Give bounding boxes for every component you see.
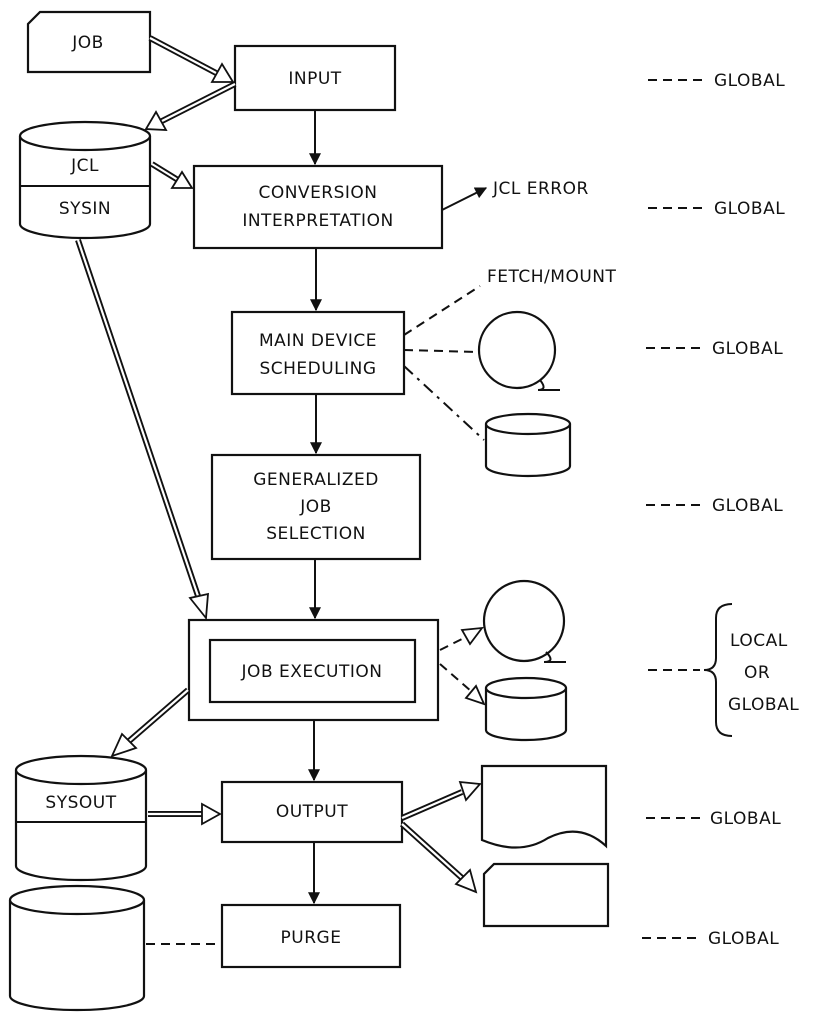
scope-main-device-label: GLOBAL	[712, 339, 783, 359]
purge-box: PURGE	[220, 903, 402, 969]
output-box: OUTPUT	[220, 780, 404, 844]
disk-icon-2	[484, 676, 568, 742]
scope-local-label: LOCAL	[730, 631, 788, 651]
jcl-error-label: JCL ERROR	[492, 179, 589, 199]
punched-card-icon	[482, 862, 610, 928]
conversion-box: CONVERSION INTERPRETATION	[192, 164, 444, 250]
tape-reel-icon-2	[482, 579, 566, 663]
disk-icon	[484, 412, 572, 478]
scope-labels: GLOBAL GLOBAL GLOBAL GLOBAL LOCAL OR GLO…	[642, 71, 799, 949]
selection-label: SELECTION	[266, 524, 366, 544]
scope-or-label: OR	[744, 663, 770, 683]
job-label: JOB	[71, 33, 104, 53]
scope-output-label: GLOBAL	[710, 809, 781, 829]
scope-brace	[703, 603, 733, 737]
printed-page-icon	[480, 764, 608, 849]
output-label: OUTPUT	[276, 802, 348, 822]
spool-disk-cylinder	[8, 884, 146, 1012]
job-label-2: JOB	[299, 497, 332, 517]
scope-execution-global-label: GLOBAL	[728, 695, 799, 715]
input-box: INPUT	[233, 44, 397, 112]
jcl-sysin-cylinder: JCL SYSIN	[18, 120, 152, 240]
main-flow-arrows	[308, 110, 488, 905]
dashed-connectors	[146, 285, 485, 945]
conversion-label: CONVERSION	[258, 183, 377, 203]
purge-label: PURGE	[281, 928, 342, 948]
input-label: INPUT	[288, 69, 341, 89]
sysout-label: SYSOUT	[45, 793, 116, 813]
scope-purge-label: GLOBAL	[708, 929, 779, 949]
sysout-cylinder: SYSOUT	[14, 754, 148, 882]
scope-gen-job-label: GLOBAL	[712, 496, 783, 516]
generalized-job-selection-box: GENERALIZED JOB SELECTION	[210, 453, 422, 561]
job-execution-label: JOB EXECUTION	[241, 662, 383, 682]
sysin-label: SYSIN	[59, 199, 111, 219]
jcl-label: JCL	[70, 156, 99, 176]
data-flow-arrows	[75, 35, 486, 894]
main-device-scheduling-box: MAIN DEVICE SCHEDULING	[230, 310, 406, 396]
scope-input-label: GLOBAL	[714, 71, 785, 91]
generalized-label: GENERALIZED	[253, 470, 379, 490]
job-card: JOB	[26, 10, 152, 74]
main-device-label: MAIN DEVICE	[259, 331, 377, 351]
job-execution-box: JOB EXECUTION	[187, 618, 440, 722]
interpretation-label: INTERPRETATION	[242, 211, 393, 231]
scope-conversion-label: GLOBAL	[714, 199, 785, 219]
scheduling-label: SCHEDULING	[259, 359, 376, 379]
tape-reel-icon	[477, 310, 560, 391]
fetch-mount-label: FETCH/MOUNT	[487, 267, 616, 287]
